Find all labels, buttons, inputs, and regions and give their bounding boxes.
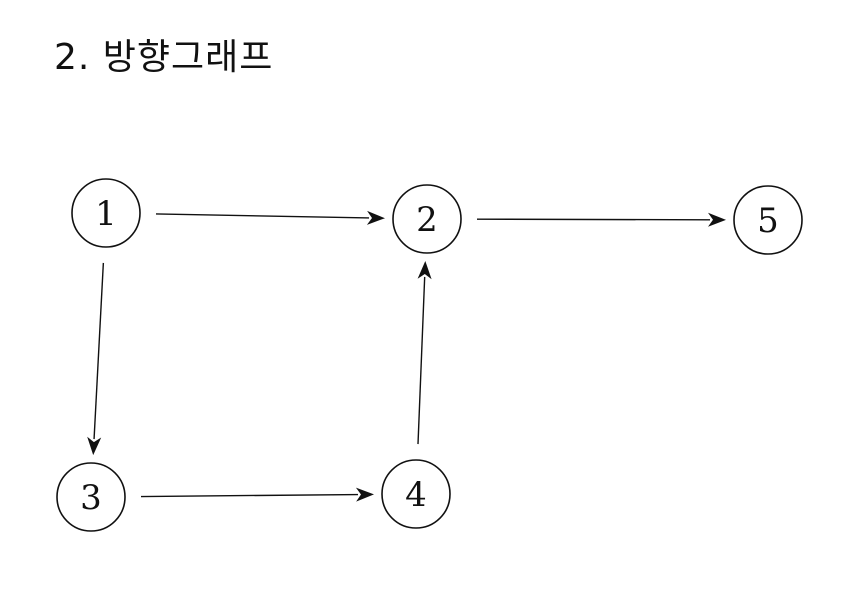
node-circle <box>392 184 462 254</box>
diagram-title: 2. 방향그래프 <box>54 37 274 78</box>
edge-line <box>140 493 359 498</box>
edge-2-to-5 <box>476 212 726 227</box>
arrowhead-icon <box>366 210 385 225</box>
edge-line <box>93 262 105 440</box>
node-label: 5 <box>757 201 779 241</box>
edge-1-to-2 <box>155 210 385 225</box>
node-2: 2 <box>392 184 462 254</box>
node-label: 2 <box>416 200 438 240</box>
node-1: 1 <box>71 178 141 248</box>
node-label: 1 <box>95 194 117 234</box>
edge-line <box>417 276 426 445</box>
arrowhead-icon <box>87 436 102 456</box>
node-circle <box>733 185 803 255</box>
node-label: 4 <box>405 475 427 515</box>
node-circle <box>56 462 126 532</box>
edges-layer <box>87 210 726 502</box>
node-circle <box>71 178 141 248</box>
edge-line <box>155 213 370 219</box>
edge-3-to-4 <box>140 487 374 502</box>
node-4: 4 <box>381 459 451 529</box>
node-5: 5 <box>733 185 803 255</box>
edge-1-to-3 <box>87 262 105 456</box>
arrowhead-icon <box>355 487 374 502</box>
arrowhead-icon <box>708 212 726 227</box>
node-circle <box>381 459 451 529</box>
arrowhead-icon <box>417 261 432 280</box>
edge-line <box>476 218 711 221</box>
nodes-layer: 1 2 3 4 5 <box>56 178 803 532</box>
node-label: 3 <box>80 478 102 518</box>
edge-4-to-2 <box>417 261 432 445</box>
node-3: 3 <box>56 462 126 532</box>
